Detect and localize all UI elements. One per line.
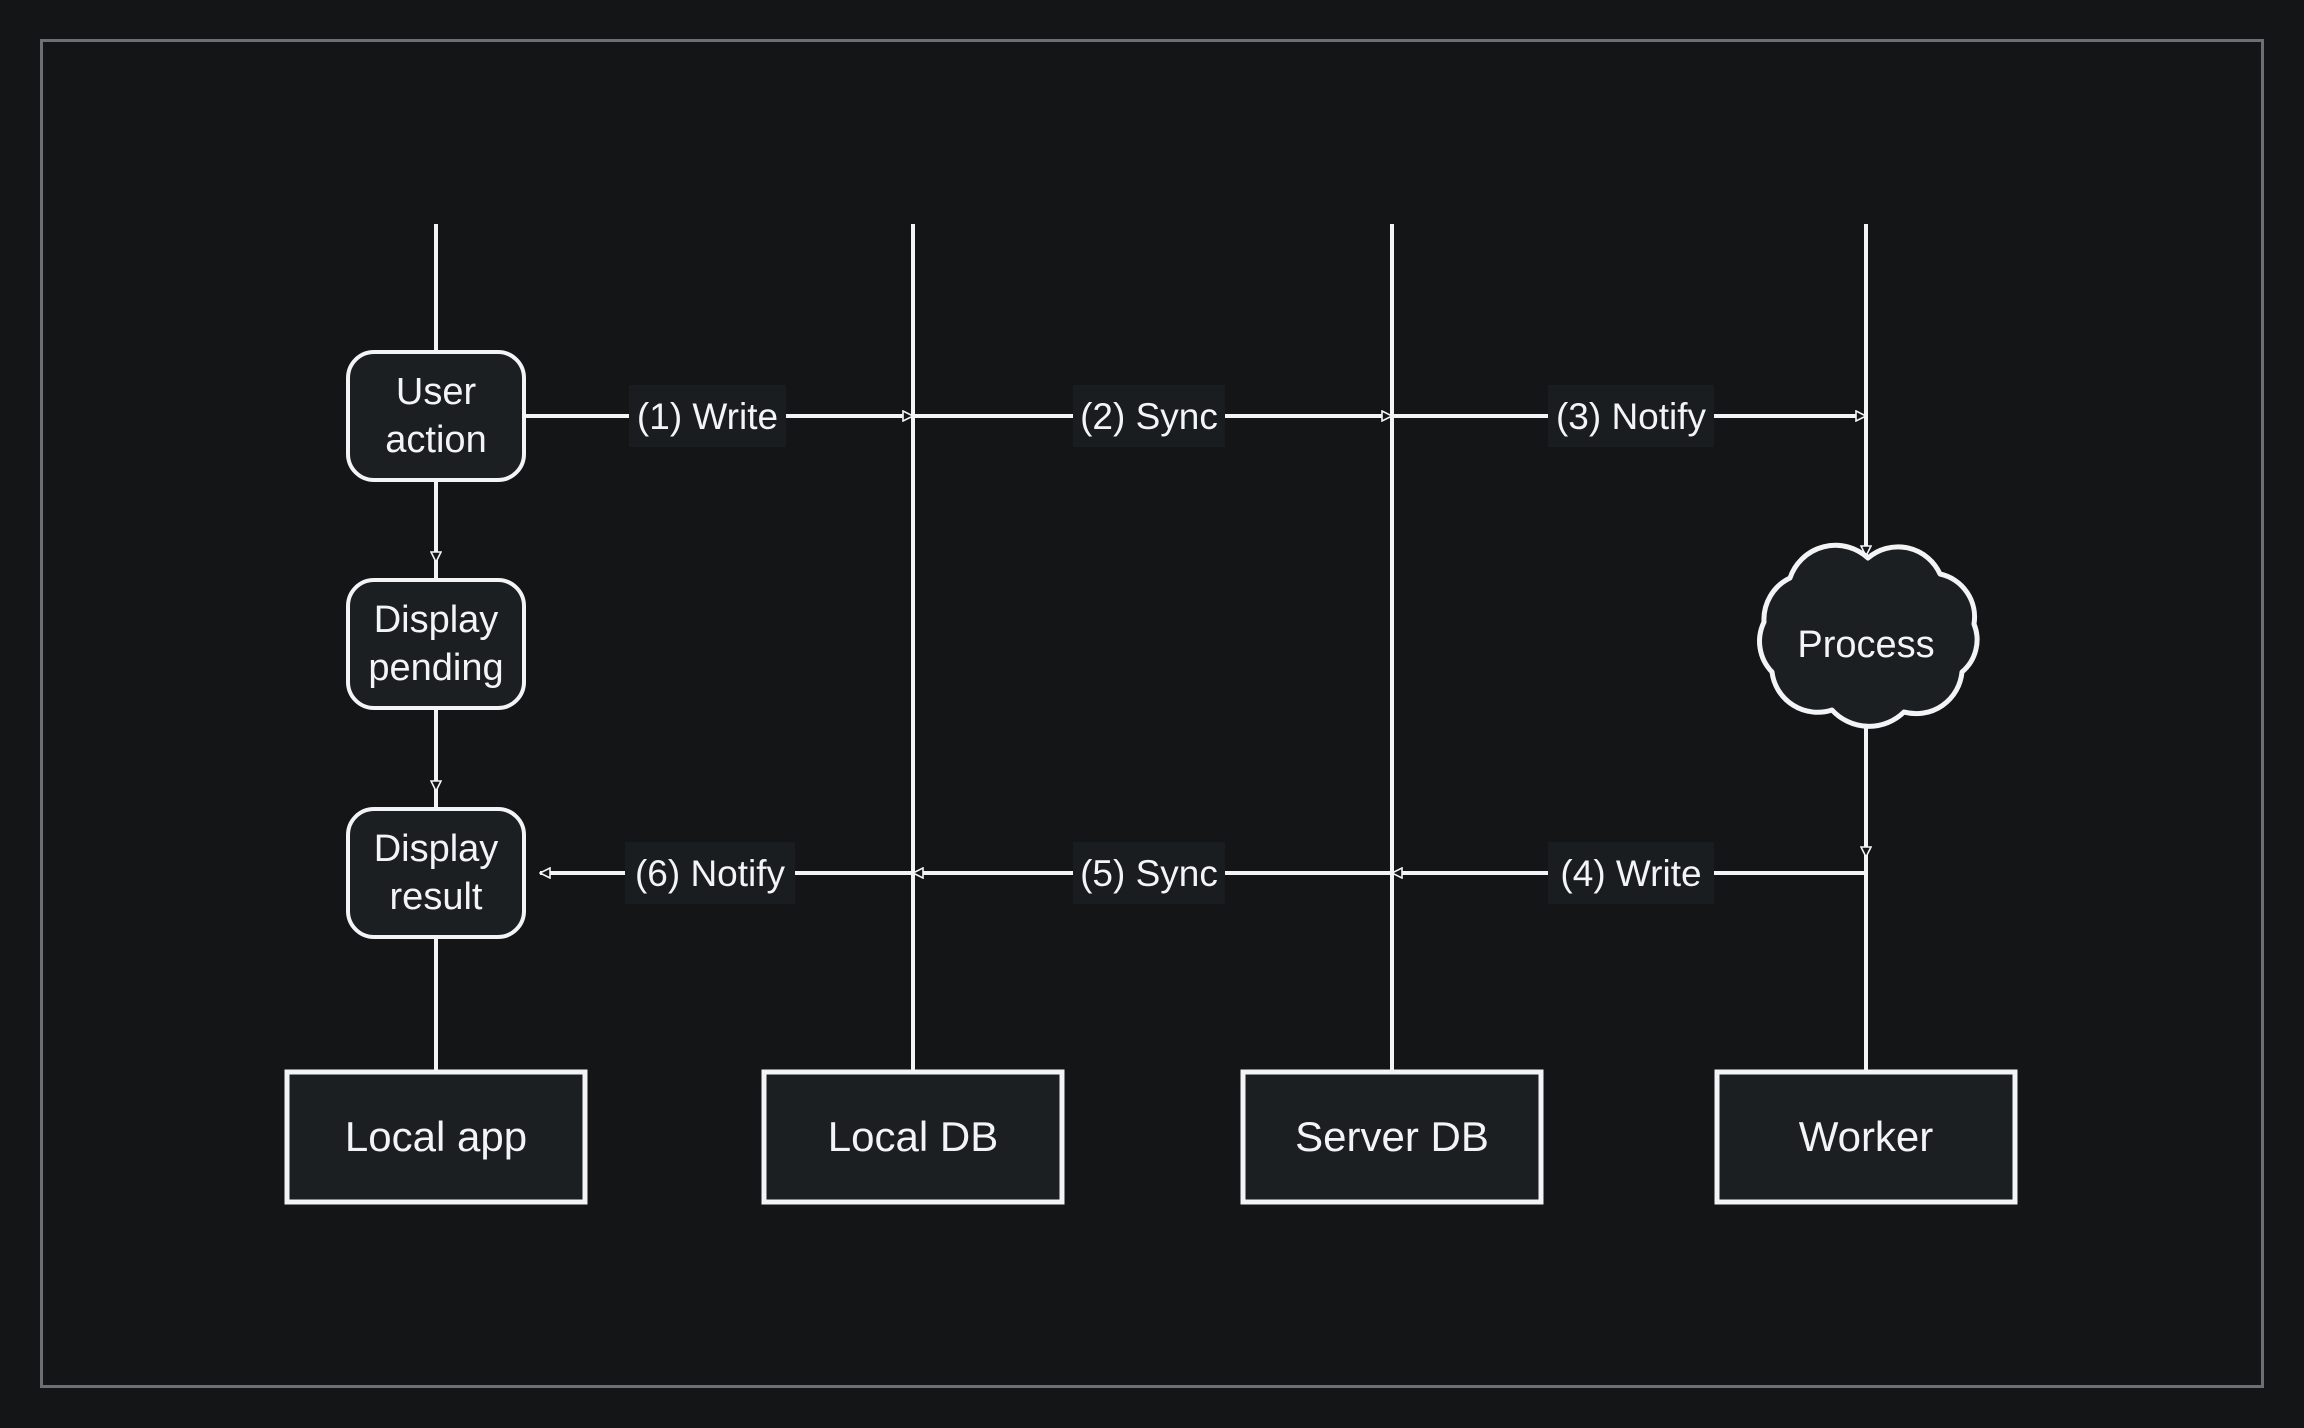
participant-worker-label: Worker <box>1799 1113 1934 1160</box>
participant-server-db-label: Server DB <box>1295 1113 1489 1160</box>
message-label-3[interactable]: (3) Notify <box>1548 385 1714 447</box>
node-display-result-line2: result <box>390 876 483 918</box>
message-label-3-bg <box>1548 385 1714 447</box>
participant-worker[interactable]: Worker <box>1714 1069 2018 1205</box>
participant-local-db-label: Local DB <box>828 1113 998 1160</box>
node-display-result-shape <box>346 807 526 939</box>
message-label-1-bg <box>629 385 786 447</box>
participant-local-app-label: Local app <box>345 1113 527 1160</box>
message-label-1-text: (1) Write <box>637 396 778 437</box>
node-display-pending-line2: pending <box>368 647 503 689</box>
participant-worker-box <box>1714 1069 2018 1205</box>
participant-server-db-box <box>1240 1069 1544 1205</box>
participant-local-app[interactable]: Local app <box>284 1069 588 1205</box>
message-label-6[interactable]: (6) Notify <box>625 842 795 904</box>
node-user-action[interactable]: User action <box>346 350 526 482</box>
node-display-pending-shape <box>346 578 526 710</box>
node-process-label: Process <box>1797 624 1934 666</box>
node-display-result[interactable]: Display result <box>346 807 526 939</box>
node-user-action-shape <box>346 350 526 482</box>
internal-flow-arrows <box>436 440 1866 857</box>
message-label-5-text: (5) Sync <box>1080 853 1218 894</box>
cloud-icon <box>1757 542 1980 729</box>
message-label-6-text: (6) Notify <box>635 853 786 894</box>
message-label-2-bg <box>1073 385 1225 447</box>
lifelines <box>434 224 1868 1072</box>
node-display-pending-line1: Display <box>374 599 499 641</box>
node-user-action-line1: User <box>396 371 477 413</box>
participant-local-db-box <box>761 1069 1065 1205</box>
message-label-4-text: (4) Write <box>1560 853 1701 894</box>
participant-local-db[interactable]: Local DB <box>761 1069 1065 1205</box>
node-process[interactable]: Process <box>1757 542 1980 729</box>
message-label-5-bg <box>1073 842 1225 904</box>
message-label-3-text: (3) Notify <box>1556 396 1707 437</box>
message-label-1[interactable]: (1) Write <box>629 385 786 447</box>
participant-local-app-box <box>284 1069 588 1205</box>
message-label-5[interactable]: (5) Sync <box>1073 842 1225 904</box>
message-label-4[interactable]: (4) Write <box>1548 842 1714 904</box>
node-display-result-line1: Display <box>374 828 499 870</box>
outer-frame <box>40 39 2264 1388</box>
message-label-6-bg <box>625 842 795 904</box>
node-display-pending[interactable]: Display pending <box>346 578 526 710</box>
message-label-4-bg <box>1548 842 1714 904</box>
node-user-action-line2: action <box>385 419 486 461</box>
participant-server-db[interactable]: Server DB <box>1240 1069 1544 1205</box>
message-label-2-text: (2) Sync <box>1080 396 1218 437</box>
message-label-2[interactable]: (2) Sync <box>1073 385 1225 447</box>
